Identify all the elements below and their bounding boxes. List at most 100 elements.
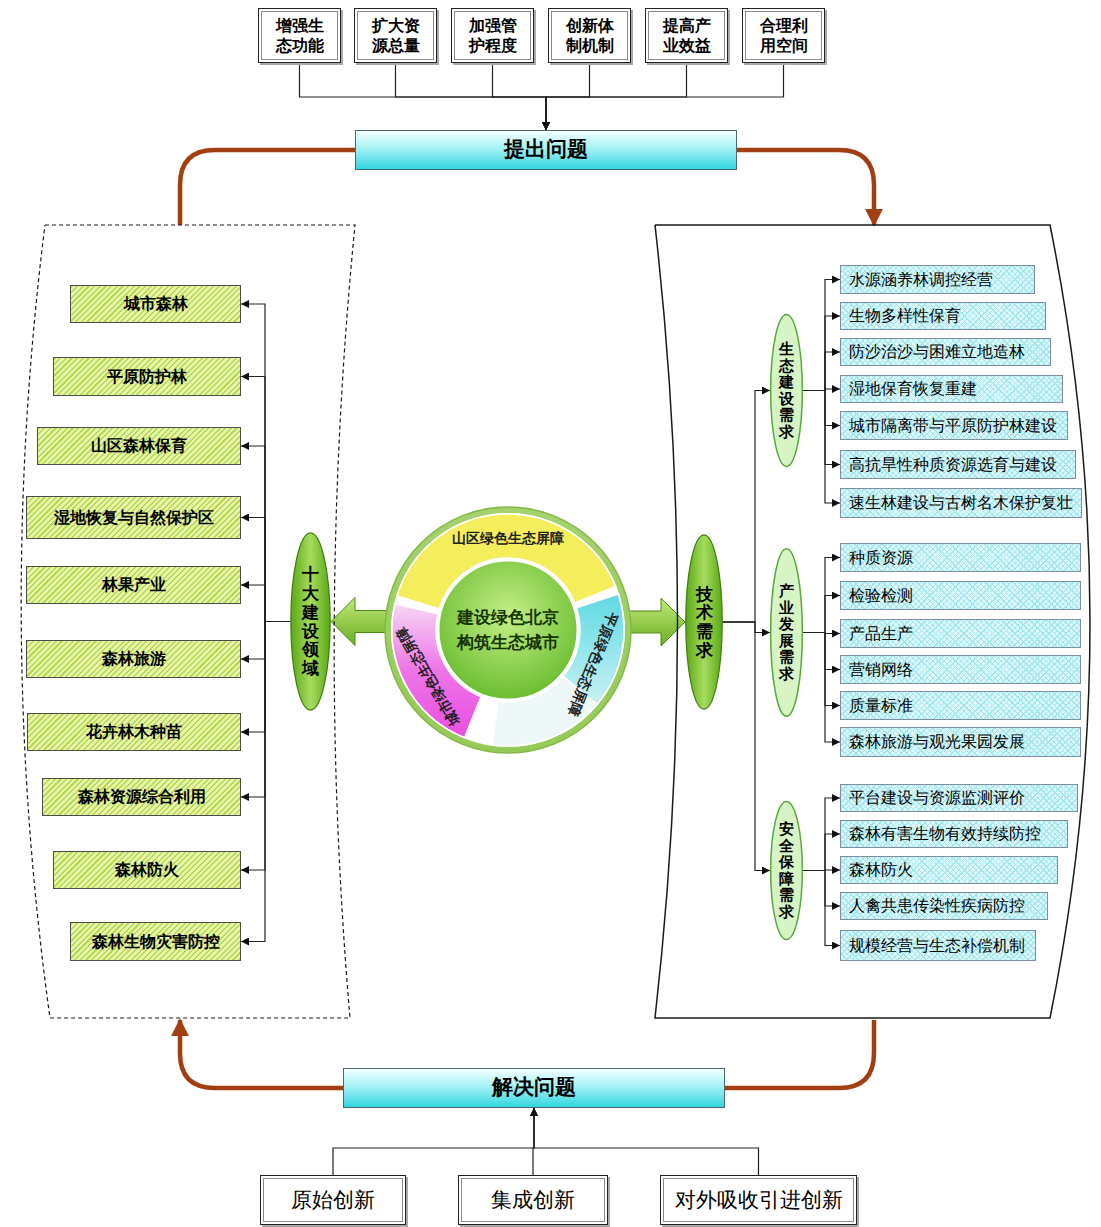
- region-border: [655, 225, 1090, 1018]
- goal-box: 提高产 业效益: [645, 8, 728, 63]
- need-box: 湿地保育恢复重建: [840, 375, 1063, 403]
- node-text: 建设绿色北京 构筑生态城市: [452, 605, 564, 656]
- outer-ring: [385, 507, 631, 753]
- node-text: 规模经营与生态补偿机制: [849, 936, 1025, 955]
- region-border: [21, 225, 355, 1018]
- node-text: 十大建设领域: [302, 565, 319, 677]
- need-box: 森林旅游与观光果园发展: [840, 727, 1081, 757]
- node-text: 技术需求: [696, 585, 713, 660]
- node-text: 平原防护林: [107, 367, 187, 386]
- connector: [803, 316, 840, 391]
- node-text: 森林资源综合利用: [78, 787, 206, 806]
- innovation-box: 原始创新: [260, 1175, 406, 1225]
- field-box: 平原防护林: [53, 357, 241, 396]
- goal-box: 加强管 护程度: [451, 8, 534, 63]
- need-box: 水源涵养林调控经营: [840, 265, 1035, 294]
- node-text: 生物多样性保育: [849, 306, 961, 325]
- connector: [534, 1108, 759, 1175]
- field-box: 森林旅游: [26, 640, 241, 678]
- connector: [241, 622, 290, 942]
- need-box: 森林防火: [840, 856, 1058, 884]
- node-text: 防沙治沙与困难立地造林: [849, 342, 1025, 361]
- hub-ellipse: 十大建设领域: [290, 531, 331, 712]
- need-box: 森林有害生物有效持续防控: [840, 820, 1068, 848]
- connector: [180, 1020, 343, 1088]
- need-box: 营销网络: [840, 655, 1081, 684]
- connector: [803, 871, 840, 946]
- inner-disc: [438, 560, 578, 700]
- connector: [396, 63, 547, 130]
- node-text: 速生林建设与古树名木保护复壮: [849, 493, 1073, 512]
- node-text: 森林防火: [115, 860, 179, 879]
- connector: [333, 1108, 534, 1175]
- node-text: 营销网络: [849, 660, 913, 679]
- field-box: 森林防火: [53, 851, 241, 889]
- node-text: 提出问题: [504, 137, 588, 162]
- node-text: 森林有害生物有效持续防控: [849, 824, 1041, 843]
- need-box: 产品生产: [840, 619, 1081, 648]
- need-box: 种质资源: [840, 543, 1081, 572]
- node-text: 森林生物灾害防控: [92, 932, 220, 951]
- node-text: 生态建设需求: [779, 341, 794, 440]
- goal-box: 扩大资 源总量: [354, 8, 437, 63]
- connector: [803, 391, 840, 504]
- node-text: 加强管 护程度: [462, 16, 523, 56]
- connector: [241, 377, 290, 622]
- connector: [723, 391, 770, 623]
- node-text: 安全保障需求: [779, 821, 794, 920]
- ellipse-fill: [686, 535, 722, 709]
- ellipse-fill: [291, 533, 330, 710]
- ring-label: 山区绿色生态屏障: [452, 530, 564, 548]
- ellipse-fill: [771, 549, 803, 717]
- node-text: 森林防火: [849, 860, 913, 879]
- need-box: 防沙治沙与困难立地造林: [840, 338, 1051, 366]
- connector: [803, 633, 840, 743]
- connector: [803, 391, 840, 465]
- connector: [803, 352, 840, 391]
- connector: [803, 834, 840, 871]
- connector: [803, 558, 840, 633]
- field-box: 山区森林保育: [37, 427, 241, 465]
- need-box: 检验检测: [840, 581, 1081, 610]
- need-box: 高抗旱性种质资源选育与建设: [840, 450, 1076, 479]
- node-text: 平台建设与资源监测评价: [849, 788, 1025, 807]
- node-text: 原始创新: [291, 1187, 375, 1213]
- category-ellipse: 产业发展需求: [770, 547, 803, 718]
- stage-bar: 提出问题: [355, 130, 737, 170]
- goal-emblem: 建设绿色北京 构筑生态城市山区绿色生态屏障平原绿色生态屏障城市绿色生态屏障: [383, 505, 633, 755]
- connector: [803, 280, 840, 391]
- ellipse-fill: [771, 801, 803, 939]
- connector: [723, 622, 770, 633]
- node-text: 林果产业: [102, 575, 166, 594]
- field-box: 城市森林: [70, 285, 241, 323]
- need-box: 规模经营与生态补偿机制: [840, 930, 1036, 961]
- field-box: 花卉林木种苗: [27, 713, 241, 751]
- node-text: 合理利 用空间: [753, 16, 814, 56]
- need-box: 速生林建设与古树名木保护复壮: [840, 488, 1082, 518]
- node-text: 水源涵养林调控经营: [849, 270, 993, 289]
- node-text: 解决问题: [492, 1075, 576, 1100]
- connector: [803, 391, 840, 426]
- node-text: 产业发展需求: [779, 583, 794, 682]
- connector: [803, 633, 840, 670]
- connector: [241, 304, 290, 622]
- connector: [723, 622, 770, 871]
- node-text: 城市隔离带与平原防护林建设: [849, 416, 1057, 435]
- node-text: 人禽共患传染性疾病防控: [849, 896, 1025, 915]
- need-box: 生物多样性保育: [840, 302, 1046, 330]
- node-text: 创新体 制机制: [559, 16, 620, 56]
- need-box: 人禽共患传染性疾病防控: [840, 892, 1048, 920]
- connector: [493, 63, 547, 130]
- node-text: 增强生 态功能: [269, 16, 330, 56]
- goal-box: 合理利 用空间: [742, 8, 825, 63]
- goal-box: 创新体 制机制: [548, 8, 631, 63]
- field-box: 森林资源综合利用: [42, 778, 241, 816]
- ring-backing: [391, 513, 625, 747]
- connector: [241, 518, 290, 622]
- node-text: 扩大资 源总量: [365, 16, 426, 56]
- innovation-box: 集成创新: [458, 1175, 608, 1225]
- field-box: 林果产业: [26, 566, 241, 604]
- connector: [725, 1020, 874, 1088]
- node-text: 森林旅游: [102, 649, 166, 668]
- need-box: 平台建设与资源监测评价: [840, 784, 1078, 812]
